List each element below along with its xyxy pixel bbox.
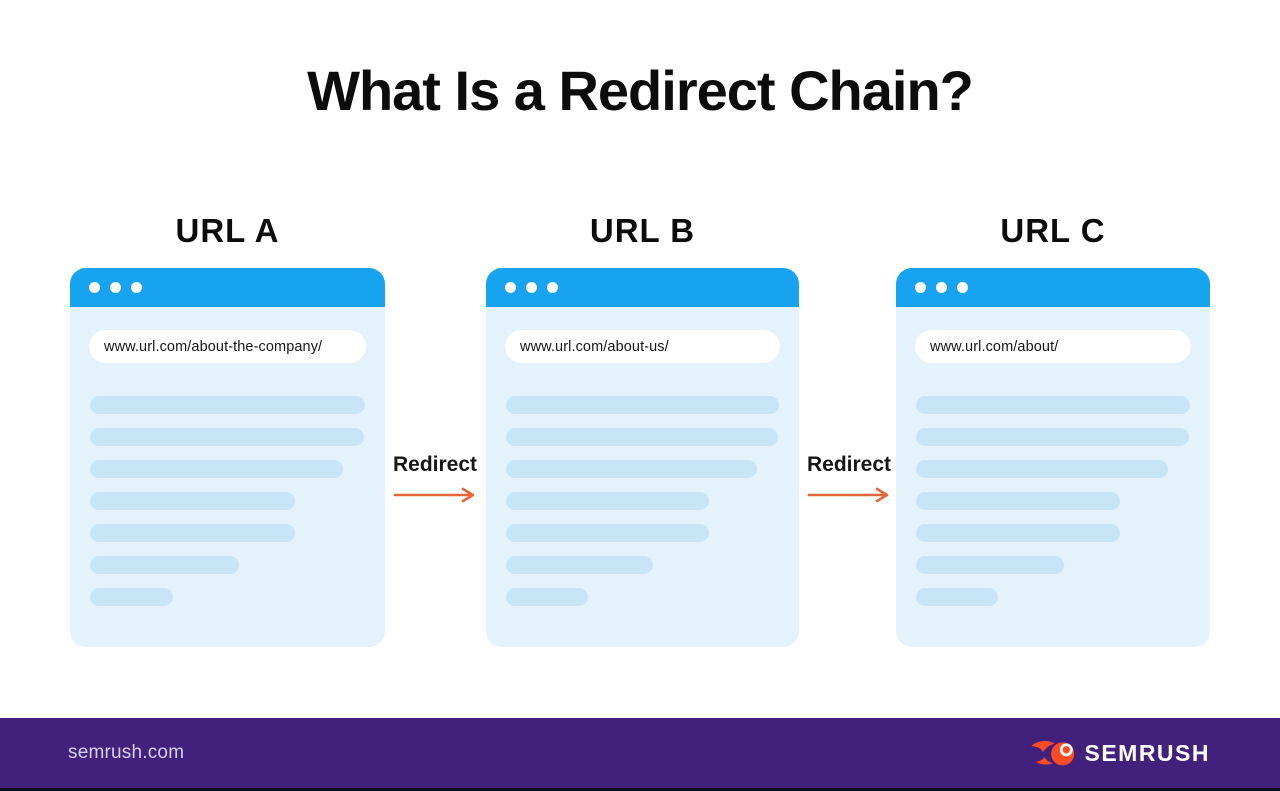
browser-titlebar	[486, 268, 799, 307]
window-dot-icon	[110, 282, 121, 293]
browser-window-a: www.url.com/about-the-company/	[70, 268, 385, 647]
url-a-heading: URL A	[175, 212, 280, 249]
content-line-placeholder	[90, 396, 365, 414]
content-line-placeholder	[506, 428, 778, 446]
redirect-step-1: Redirect	[392, 452, 478, 504]
content-line-placeholder	[90, 588, 173, 606]
address-bar-url: www.url.com/about-us/	[520, 338, 669, 355]
address-bar: www.url.com/about-the-company/	[89, 330, 366, 363]
window-dot-icon	[131, 282, 142, 293]
content-line-placeholder	[506, 460, 758, 478]
address-bar-url: www.url.com/about-the-company/	[104, 338, 323, 355]
window-dot-icon	[526, 282, 537, 293]
content-line-placeholder	[916, 556, 1064, 574]
window-dot-icon	[936, 282, 947, 293]
semrush-flame-icon	[1031, 741, 1075, 766]
page-content-placeholder	[90, 396, 365, 606]
semrush-wordmark: SEMRUSH	[1084, 739, 1210, 766]
footer-bar: semrush.com SEMRUSH	[0, 718, 1280, 788]
content-line-placeholder	[916, 588, 999, 606]
window-dot-icon	[89, 282, 100, 293]
semrush-logo: SEMRUSH	[1030, 738, 1210, 768]
redirect-label: Redirect	[806, 453, 892, 476]
content-line-placeholder	[90, 524, 295, 542]
content-line-placeholder	[916, 492, 1121, 510]
content-line-placeholder	[916, 428, 1189, 446]
content-line-placeholder	[506, 492, 710, 510]
arrow-right-icon	[393, 487, 475, 503]
browser-titlebar	[70, 268, 385, 307]
address-bar-url: www.url.com/about/	[930, 338, 1059, 355]
content-line-placeholder	[90, 460, 343, 478]
content-line-placeholder	[90, 428, 364, 446]
browser-window-b: www.url.com/about-us/	[486, 268, 799, 647]
bottom-edge-strip	[0, 788, 1280, 791]
content-line-placeholder	[916, 460, 1169, 478]
content-line-placeholder	[506, 524, 710, 542]
window-dot-icon	[957, 282, 968, 293]
address-bar: www.url.com/about-us/	[505, 330, 780, 363]
content-line-placeholder	[90, 492, 295, 510]
window-dot-icon	[915, 282, 926, 293]
site-url-label: semrush.com	[68, 742, 185, 763]
content-line-placeholder	[506, 588, 588, 606]
url-b-heading: URL B	[589, 212, 696, 249]
content-line-placeholder	[916, 524, 1121, 542]
page-content-placeholder	[506, 396, 779, 606]
redirect-step-2: Redirect	[806, 452, 892, 504]
window-dot-icon	[547, 282, 558, 293]
content-line-placeholder	[506, 396, 779, 414]
browser-window-c: www.url.com/about/	[896, 268, 1210, 647]
url-c-heading: URL C	[1000, 212, 1106, 249]
content-line-placeholder	[916, 396, 1190, 414]
browser-titlebar	[896, 268, 1210, 307]
address-bar: www.url.com/about/	[915, 330, 1191, 363]
page-content-placeholder	[916, 396, 1190, 606]
content-line-placeholder	[506, 556, 654, 574]
page-title: What Is a Redirect Chain?	[307, 59, 974, 122]
window-dot-icon	[505, 282, 516, 293]
redirect-label: Redirect	[392, 453, 478, 476]
arrow-right-icon	[807, 487, 889, 503]
content-line-placeholder	[90, 556, 239, 574]
